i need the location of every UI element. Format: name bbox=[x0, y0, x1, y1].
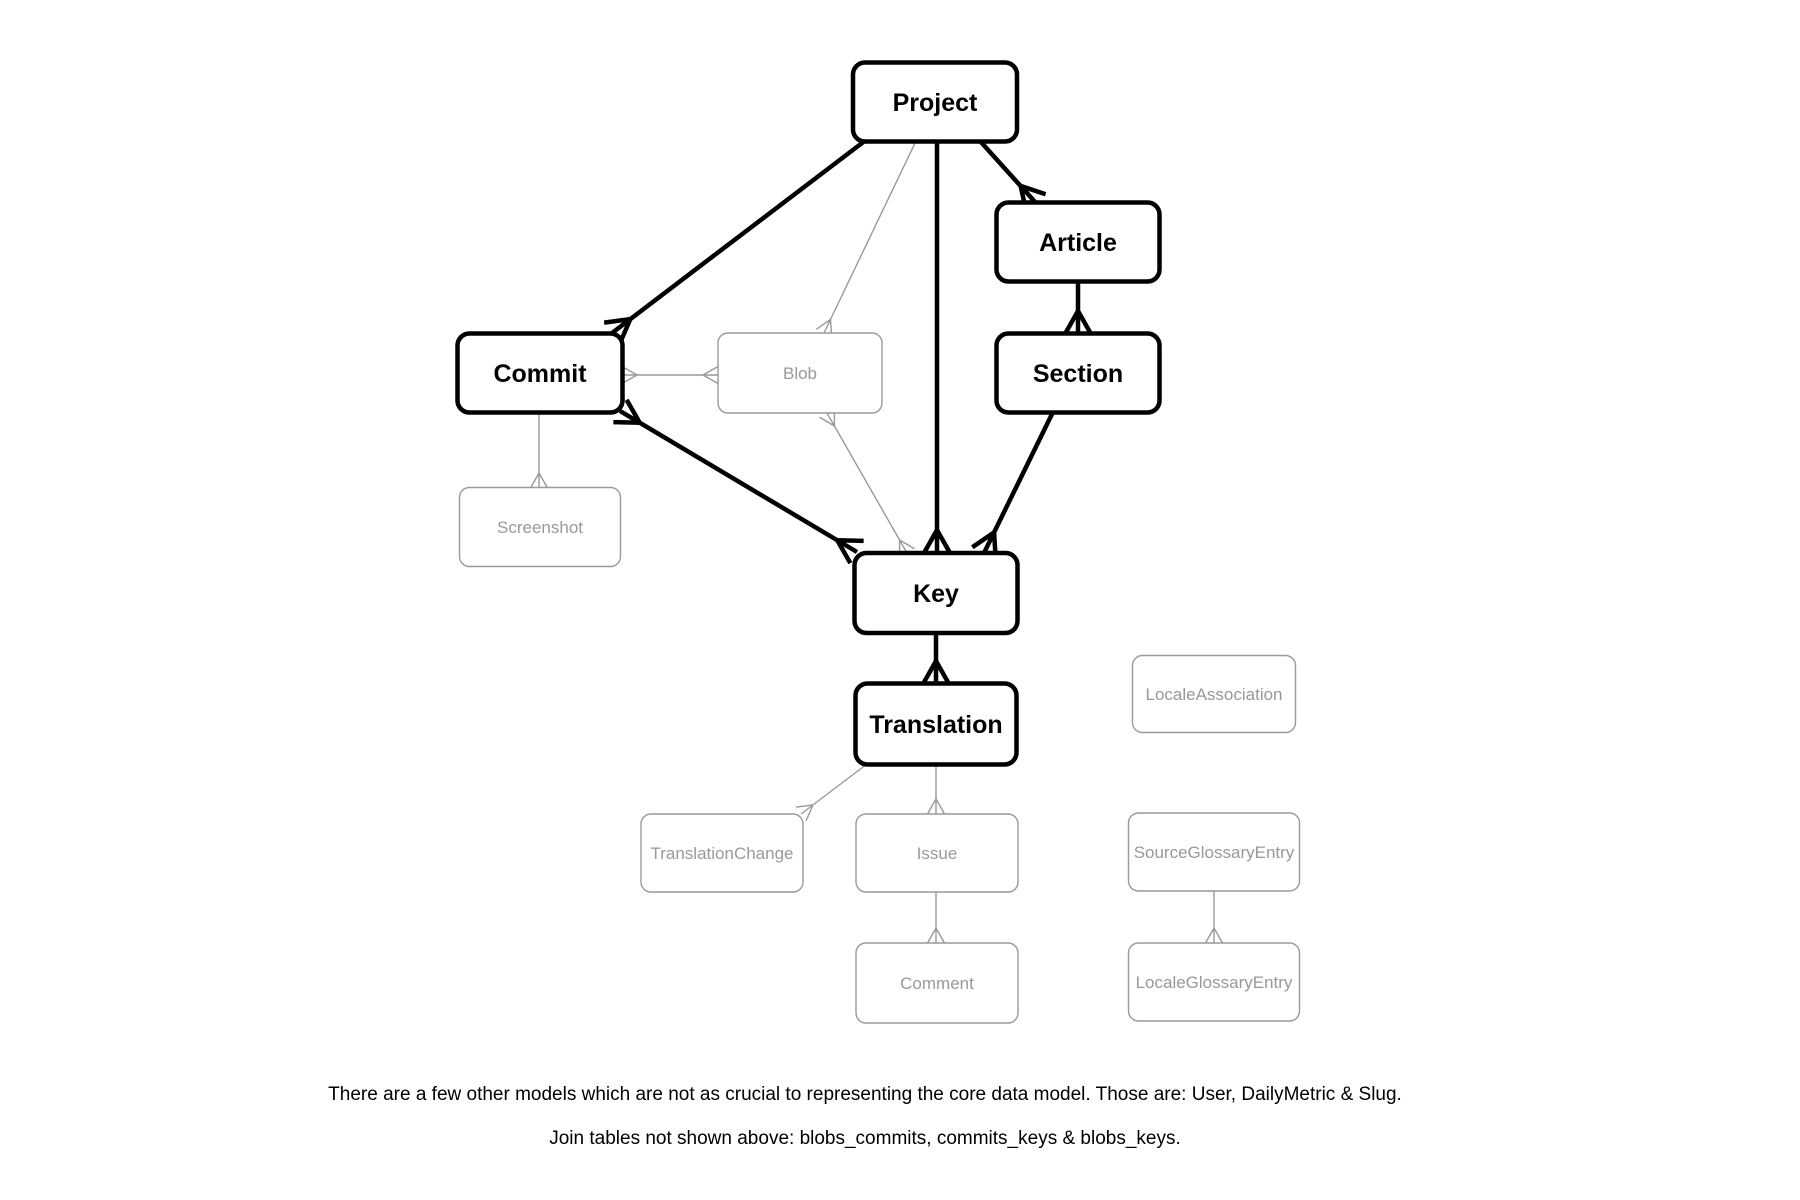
node-label-article: Article bbox=[1039, 229, 1117, 257]
node-section: Section bbox=[994, 331, 1162, 415]
edge-commit-blob bbox=[621, 365, 719, 385]
edge-article-section bbox=[1063, 282, 1093, 336]
node-translation_change: TranslationChange bbox=[640, 813, 804, 893]
node-box-translation_change bbox=[640, 813, 804, 893]
node-blob: Blob bbox=[717, 332, 883, 414]
node-box-source_glossary_entry bbox=[1127, 812, 1301, 892]
node-project: Project bbox=[850, 60, 1020, 144]
edge-blob-key bbox=[819, 408, 915, 558]
node-box-key bbox=[852, 550, 1020, 636]
node-box-screenshot bbox=[458, 486, 622, 568]
edge-source_glossary_entry-locale_glossary_entry bbox=[1204, 891, 1224, 944]
node-label-commit: Commit bbox=[493, 360, 587, 388]
edge-project-key bbox=[922, 141, 952, 555]
node-screenshot: Screenshot bbox=[458, 486, 622, 568]
node-box-blob bbox=[717, 332, 883, 414]
edge-issue-comment bbox=[926, 892, 946, 944]
node-locale_glossary_entry: LocaleGlossaryEntry bbox=[1127, 942, 1301, 1022]
node-box-comment bbox=[855, 942, 1019, 1024]
edge-layer bbox=[529, 138, 1224, 944]
edge-section-key bbox=[971, 411, 1056, 559]
edge-commit-key bbox=[613, 398, 864, 565]
node-key: Key bbox=[852, 550, 1020, 636]
node-box-section bbox=[994, 331, 1162, 415]
node-box-commit bbox=[455, 331, 625, 415]
node-box-project bbox=[850, 60, 1020, 144]
node-box-translation bbox=[853, 681, 1019, 767]
node-box-locale_glossary_entry bbox=[1127, 942, 1301, 1022]
node-commit: Commit bbox=[455, 331, 625, 415]
node-label-key: Key bbox=[913, 580, 959, 608]
node-label-translation: Translation bbox=[869, 711, 1002, 739]
node-box-locale_association bbox=[1131, 654, 1297, 734]
node-translation: Translation bbox=[853, 681, 1019, 767]
node-label-locale_association: LocaleAssociation bbox=[1145, 685, 1282, 704]
node-comment: Comment bbox=[855, 942, 1019, 1024]
node-label-comment: Comment bbox=[900, 974, 974, 993]
node-label-section: Section bbox=[1033, 360, 1123, 388]
node-label-screenshot: Screenshot bbox=[497, 518, 583, 537]
edge-project-blob bbox=[815, 140, 917, 337]
edge-commit-screenshot bbox=[529, 412, 549, 489]
edge-translation-issue bbox=[926, 764, 946, 815]
node-issue: Issue bbox=[855, 813, 1019, 893]
node-label-blob: Blob bbox=[783, 364, 817, 383]
node-box-issue bbox=[855, 813, 1019, 893]
edge-translation-translation_change bbox=[795, 763, 868, 822]
node-label-locale_glossary_entry: LocaleGlossaryEntry bbox=[1136, 973, 1293, 992]
node-label-issue: Issue bbox=[917, 844, 958, 863]
edge-project-commit bbox=[603, 138, 868, 345]
node-locale_association: LocaleAssociation bbox=[1131, 654, 1297, 734]
node-label-source_glossary_entry: SourceGlossaryEntry bbox=[1134, 843, 1295, 862]
node-box-article bbox=[994, 200, 1162, 284]
node-label-translation_change: TranslationChange bbox=[650, 844, 793, 863]
note-join-tables: Join tables not shown above: blobs_commi… bbox=[549, 1128, 1181, 1149]
node-label-project: Project bbox=[893, 89, 978, 117]
node-source_glossary_entry: SourceGlossaryEntry bbox=[1127, 812, 1301, 892]
note-other-models: There are a few other models which are n… bbox=[328, 1084, 1402, 1105]
node-article: Article bbox=[994, 200, 1162, 284]
edge-key-translation bbox=[921, 633, 951, 686]
